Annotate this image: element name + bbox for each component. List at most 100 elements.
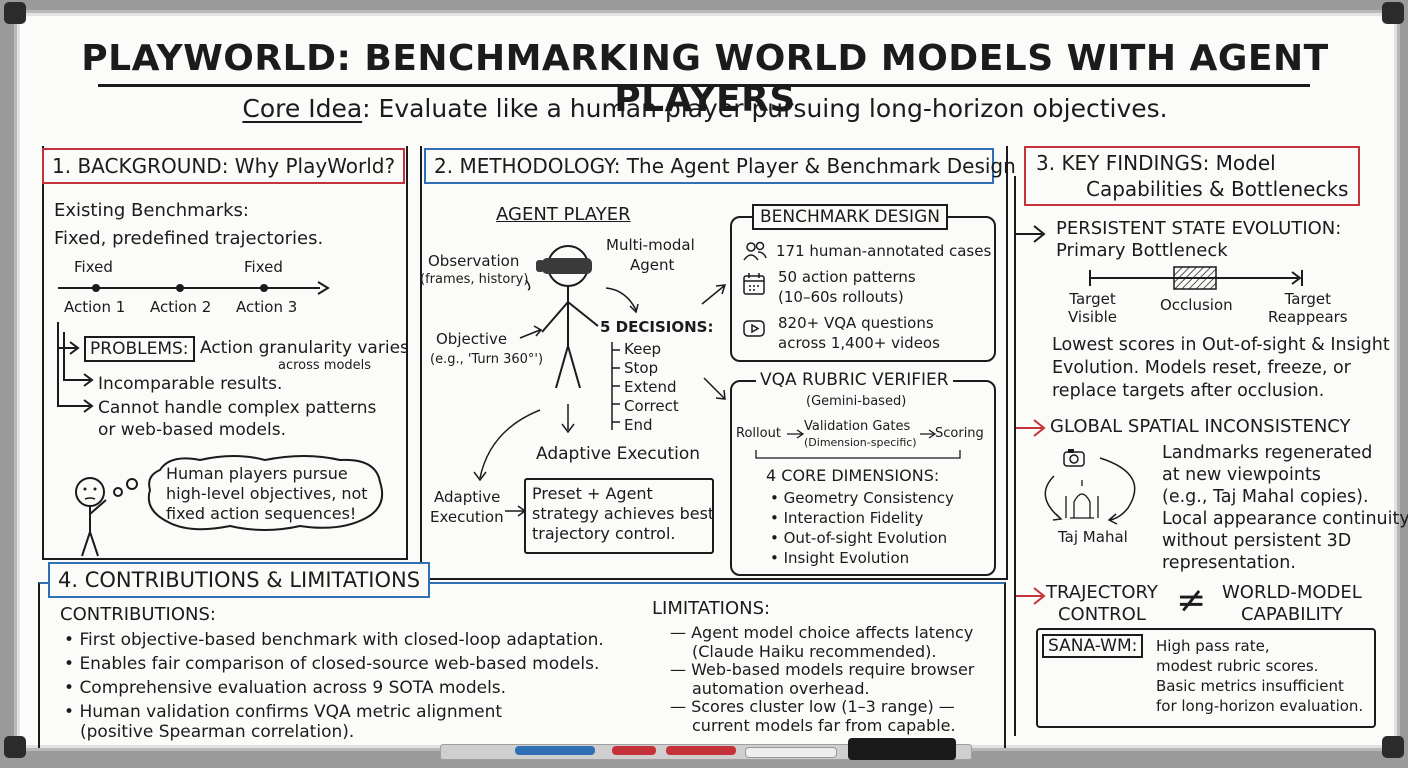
multimodal-1: Multi-modal — [606, 236, 695, 254]
action-2: Action 2 — [150, 298, 212, 316]
objective-label: Objective — [436, 330, 508, 348]
f1-text: Lowest scores in Out-of-sight & Insight … — [1052, 334, 1390, 403]
agent-arrows — [473, 279, 727, 482]
background-panel — [42, 146, 408, 560]
dim-text: Insight Evolution — [783, 549, 910, 567]
bench-rollouts: (10–60s rollouts) — [778, 288, 904, 306]
occlusion-label: Occlusion — [1160, 296, 1233, 314]
sana-label: SANA-WM: — [1042, 634, 1144, 658]
contrib-text: Enables fair comparison of closed-source… — [79, 654, 600, 674]
f2-line: Local appearance continuity — [1162, 509, 1408, 529]
fixed-label: Fixed — [244, 258, 283, 276]
contributions-header: 4. CONTRIBUTIONS & LIMITATIONS — [48, 562, 431, 598]
decision-end: End — [624, 416, 653, 434]
preset-box — [524, 478, 714, 554]
dim-text: Interaction Fidelity — [783, 509, 924, 527]
board-corner — [1382, 2, 1404, 24]
video-play-icon — [743, 320, 765, 337]
f1-line: replace targets after occlusion. — [1052, 381, 1325, 401]
thought-line: high-level objectives, not — [166, 484, 368, 503]
blue-marker — [515, 746, 595, 755]
f3-left-line: TRAJECTORY — [1046, 582, 1158, 603]
dim-insight: • Insight Evolution — [770, 549, 910, 567]
action-3: Action 3 — [236, 298, 298, 316]
f1-line: Lowest scores in Out-of-sight & Insight — [1052, 335, 1390, 355]
sana-line: Basic metrics insufficient — [1156, 677, 1344, 695]
existing-benchmarks: Existing Benchmarks: — [54, 200, 249, 221]
findings-panel — [1014, 176, 1388, 736]
validation-label: Validation Gates — [804, 419, 911, 434]
findings-header-line: 3. KEY FINDINGS: Model — [1036, 151, 1276, 175]
observation-label: Observation — [428, 252, 520, 270]
limit-text: (Claude Haiku recommended). — [692, 641, 937, 661]
limit-text: Scores cluster low (1–3 range) — — [691, 697, 955, 716]
dims-title: 4 CORE DIMENSIONS: — [766, 466, 940, 485]
taj-label: Taj Mahal — [1058, 528, 1128, 546]
contributions-title: CONTRIBUTIONS: — [60, 604, 216, 625]
decision-keep: Keep — [624, 340, 662, 358]
f2-text: Landmarks regenerated at new viewpoints … — [1162, 442, 1408, 574]
board-corner — [1382, 736, 1404, 758]
target-visible-line: Target — [1069, 290, 1116, 308]
sana-line: for long-horizon evaluation. — [1156, 697, 1364, 715]
vqa-sub: (Gemini-based) — [806, 394, 907, 409]
contrib-text: First objective-based benchmark with clo… — [79, 630, 604, 650]
problems-arrows — [57, 322, 94, 413]
dims-list: • Geometry Consistency • Interaction Fid… — [770, 488, 954, 568]
decision-extend: Extend — [624, 378, 677, 396]
dim-text: Geometry Consistency — [783, 489, 954, 507]
f3-left: TRAJECTORY CONTROL — [1046, 582, 1158, 626]
board-corner — [4, 2, 26, 24]
thought-text: Human players pursue high-level objectiv… — [166, 464, 368, 524]
thinking-person-icon — [75, 477, 138, 557]
f1-line: Evolution. Models reset, freeze, or — [1052, 358, 1351, 378]
adaptive-execution-top: Adaptive Execution — [536, 444, 701, 464]
limit-item: — Web-based models require browser — [670, 660, 975, 679]
target-reappears-line: Target — [1284, 290, 1332, 308]
preset-text: Preset + Agent strategy achieves best tr… — [532, 484, 714, 544]
contrib-item: • Comprehensive evaluation across 9 SOTA… — [64, 678, 507, 698]
multimodal-2: Agent — [630, 256, 675, 274]
problems-label: PROBLEMS: — [84, 336, 195, 362]
rollout-label: Rollout — [736, 426, 781, 441]
fixed-label: Fixed — [74, 258, 113, 276]
f2-line: representation. — [1162, 553, 1296, 573]
thought-line: Human players pursue — [166, 464, 348, 483]
target-reappears-line: Reappears — [1268, 308, 1348, 326]
dim-out-of-sight: • Out-of-sight Evolution — [770, 529, 948, 547]
verifier-arrows — [755, 429, 961, 459]
f1-title-1: PERSISTENT STATE EVOLUTION: — [1056, 218, 1342, 239]
not-equal-symbol: ≠ — [1176, 580, 1207, 621]
f3-left-line: CONTROL — [1057, 604, 1146, 625]
observation-sub: (frames, history) — [420, 272, 529, 287]
contrib-item: • Enables fair comparison of closed-sour… — [64, 654, 600, 674]
benchmark-design-title: BENCHMARK DESIGN — [752, 204, 948, 230]
f2-title: GLOBAL SPATIAL INCONSISTENCY — [1050, 416, 1351, 437]
board-corner — [4, 736, 26, 758]
findings-header: 3. KEY FINDINGS: Model Capabilities & Bo… — [1024, 146, 1361, 206]
sana-line: High pass rate, — [1156, 637, 1270, 655]
limit-text: current models far from capable. — [692, 715, 956, 735]
bench-cases: 171 human-annotated cases — [776, 242, 992, 260]
action-1: Action 1 — [64, 298, 126, 316]
finding-arrows — [1016, 225, 1046, 605]
problem-granularity-sub: across models — [278, 358, 372, 373]
red-marker — [612, 746, 656, 755]
white-marker — [745, 747, 837, 758]
fixed-trajectories: Fixed, predefined trajectories. — [54, 228, 324, 249]
contrib-text: Comprehensive evaluation across 9 SOTA m… — [79, 678, 507, 698]
f2-line: Landmarks regenerated — [1162, 443, 1373, 463]
problem-web: or web-based models. — [98, 420, 286, 440]
limitations-list: — Agent model choice affects latency (Cl… — [670, 623, 975, 735]
decision-stop: Stop — [624, 359, 659, 377]
sana-text: High pass rate, modest rubric scores. Ba… — [1156, 636, 1363, 716]
f3-right-line: WORLD-MODEL — [1222, 582, 1362, 603]
sana-line: modest rubric scores. — [1156, 657, 1319, 675]
limit-item: — Agent model choice affects latency — [670, 623, 974, 642]
f3-right-line: CAPABILITY — [1240, 604, 1343, 625]
adaptive-execution-left-1: Adaptive — [434, 488, 501, 506]
thought-bubble-icon — [147, 455, 384, 531]
scoring-label: Scoring — [935, 426, 984, 441]
vr-agent-figure — [536, 245, 599, 389]
target-visible-line: Visible — [1068, 308, 1117, 326]
